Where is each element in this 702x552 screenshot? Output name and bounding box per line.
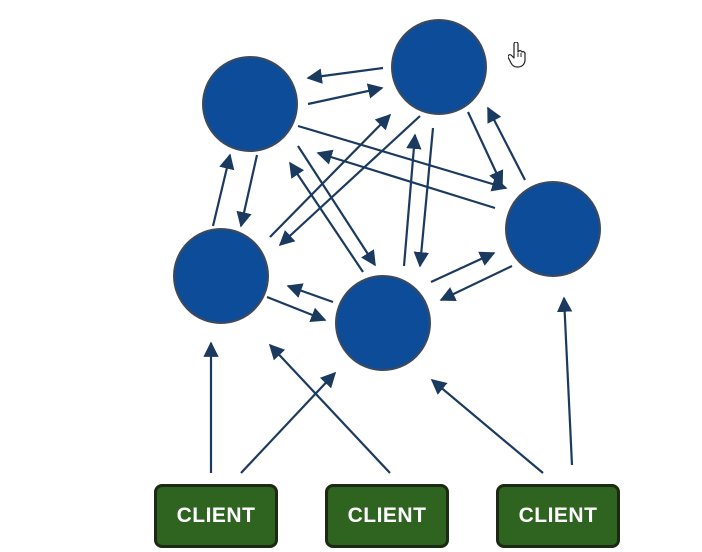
client-label: CLIENT — [347, 504, 427, 527]
edge-arrow — [316, 149, 496, 210]
edge-arrow — [269, 113, 392, 238]
edge-arrow — [211, 153, 235, 227]
client-box: CLIENT — [496, 484, 620, 548]
edge-arrow — [306, 66, 384, 84]
cluster-node — [202, 56, 298, 152]
edge-arrow — [307, 83, 384, 106]
cluster-node — [335, 275, 431, 371]
client-edge-arrow — [556, 296, 574, 466]
cluster-node — [173, 228, 269, 324]
edge-arrow — [289, 161, 364, 273]
client-edge-arrow — [430, 379, 544, 474]
edge-arrow — [297, 124, 508, 192]
client-label: CLIENT — [518, 504, 598, 527]
edge-arrow — [413, 127, 435, 268]
edge-arrow — [297, 145, 376, 267]
edge-arrow — [402, 133, 422, 267]
cluster-node — [391, 19, 487, 115]
hand-pointer-icon — [508, 42, 526, 68]
edge-arrow — [236, 154, 259, 228]
edge-arrow — [439, 265, 513, 301]
client-box: CLIENT — [154, 484, 278, 548]
client-label: CLIENT — [176, 504, 256, 527]
client-box: CLIENT — [325, 484, 449, 548]
client-edge-arrow — [268, 343, 391, 474]
edge-arrow — [430, 251, 496, 283]
edge-arrow — [487, 106, 526, 181]
edge-arrow — [467, 111, 504, 187]
client-edge-arrow — [240, 371, 337, 474]
cluster-node — [505, 181, 601, 277]
edge-arrow — [266, 295, 327, 323]
edge-arrow — [286, 283, 334, 304]
edge-arrow — [278, 115, 421, 247]
